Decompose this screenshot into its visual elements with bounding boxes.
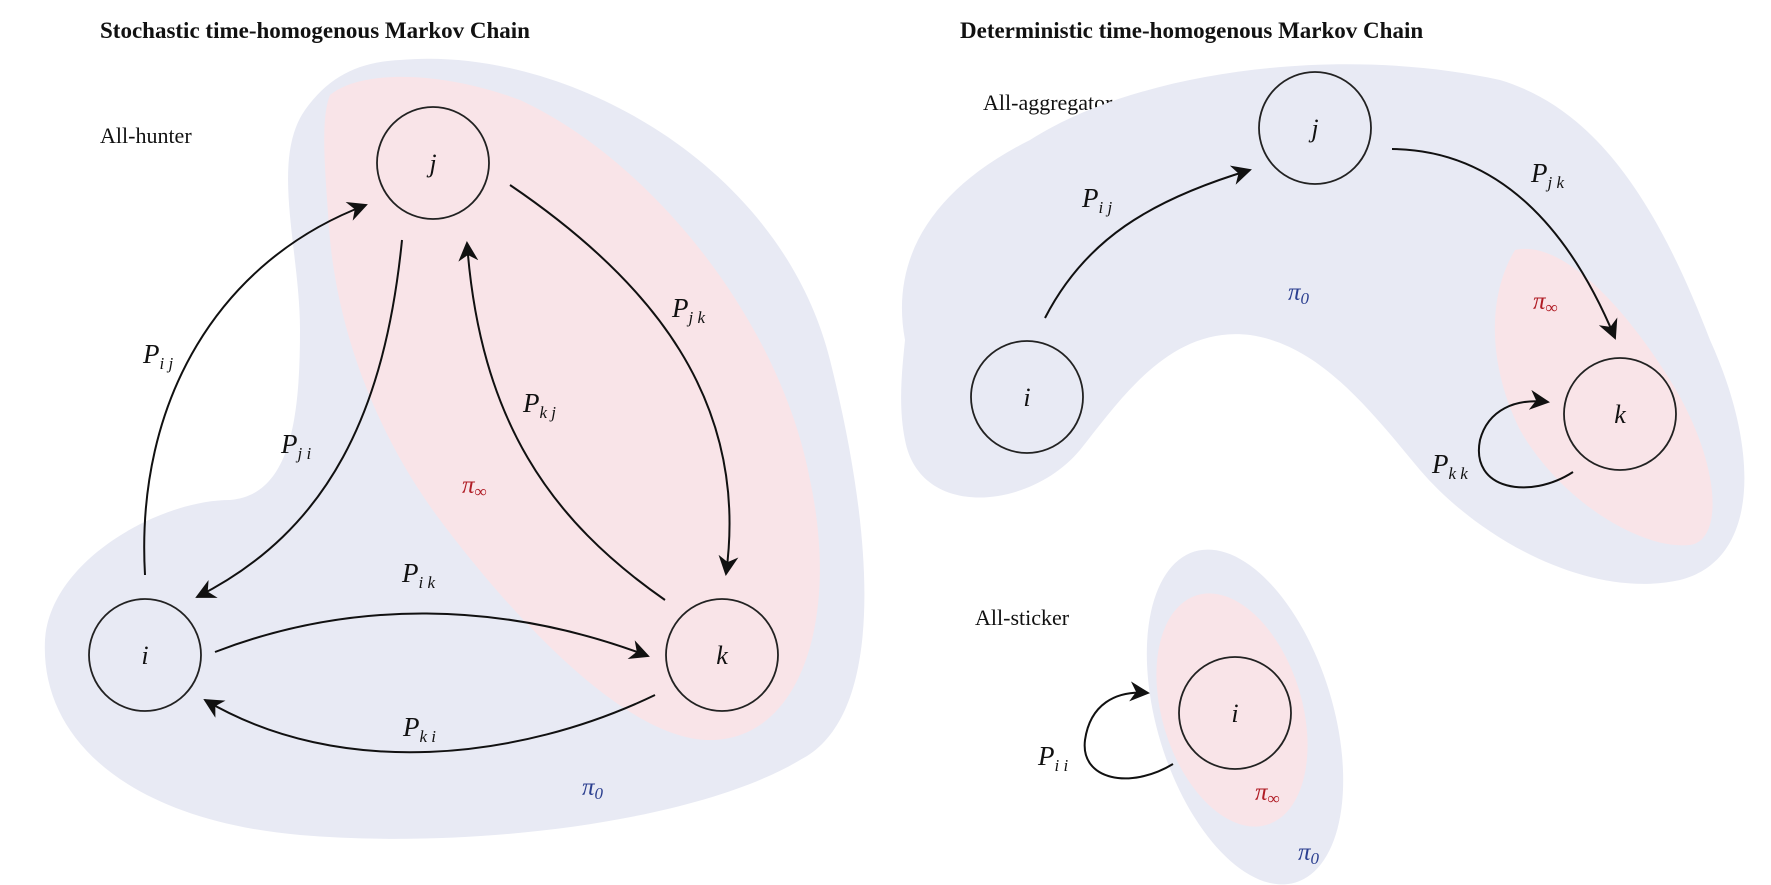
node-j xyxy=(376,106,490,220)
edge-j-to-k xyxy=(509,184,739,576)
label-p-kj: Pk j xyxy=(522,388,556,422)
agg-node-j-label: j xyxy=(1308,114,1318,143)
edge-i-to-k xyxy=(214,612,650,659)
node-i-label: i xyxy=(141,641,148,670)
deterministic-panel: Deterministic time-homogenous Markov Cha… xyxy=(901,18,1745,885)
agg-node-j xyxy=(1258,71,1372,185)
sticker-edge-i-to-i xyxy=(1083,681,1174,780)
sticker-subpanel: All-sticker i Pi i π∞ π0 xyxy=(975,549,1344,885)
agg-label-p-kk: Pk k xyxy=(1431,449,1468,483)
agg-label-p-jk: Pj k xyxy=(1530,158,1564,192)
sticker-label-p-ii: Pi i xyxy=(1037,741,1068,775)
label-p-ji: Pj i xyxy=(280,429,311,463)
agg-node-k-label: k xyxy=(1614,400,1626,429)
agg-pi-0-label: π0 xyxy=(1288,279,1310,308)
node-j-label: j xyxy=(426,149,436,178)
node-k-label: k xyxy=(716,641,728,670)
sticker-piinf-region xyxy=(1156,593,1308,827)
edge-k-to-i xyxy=(203,694,656,754)
sticker-pi-0-label: π0 xyxy=(1298,839,1320,868)
agg-edge-k-to-k xyxy=(1477,389,1574,489)
label-p-jk: Pj k xyxy=(671,293,705,327)
agg-node-i-label: i xyxy=(1023,383,1030,412)
agg-edge-i-to-j xyxy=(1044,165,1252,319)
pi-0-label: π0 xyxy=(582,774,604,803)
aggregator-piinf-region xyxy=(1494,248,1713,546)
all-sticker-label: All-sticker xyxy=(975,605,1070,630)
all-hunter-label: All-hunter xyxy=(100,123,192,148)
stochastic-title: Stochastic time-homogenous Markov Chain xyxy=(100,18,530,43)
label-p-ij: Pi j xyxy=(142,339,173,373)
pi-inf-label: π∞ xyxy=(462,472,487,501)
aggregator-subpanel: All-aggregator j i k Pi j Pj k Pk k π0 xyxy=(901,64,1745,584)
agg-node-i xyxy=(970,340,1084,454)
deterministic-title: Deterministic time-homogenous Markov Cha… xyxy=(960,18,1423,43)
agg-pi-inf-label: π∞ xyxy=(1533,288,1558,317)
sticker-pi-inf-label: π∞ xyxy=(1255,779,1280,808)
node-k xyxy=(665,598,779,712)
agg-label-p-ij: Pi j xyxy=(1081,183,1112,217)
piinf-region xyxy=(324,76,820,740)
edge-k-to-j xyxy=(458,241,666,601)
label-p-ik: Pi k xyxy=(401,558,435,592)
agg-node-k xyxy=(1563,357,1677,471)
stochastic-panel: Stochastic time-homogenous Markov Chain … xyxy=(44,18,865,839)
aggregator-pi0-region xyxy=(901,64,1745,584)
agg-edge-j-to-k xyxy=(1391,148,1618,340)
sticker-node-i-label: i xyxy=(1231,699,1238,728)
node-i xyxy=(88,598,202,712)
edge-j-to-i xyxy=(195,239,403,598)
edge-i-to-j xyxy=(143,202,368,576)
sticker-node-i xyxy=(1178,656,1292,770)
label-p-ki: Pk i xyxy=(402,712,436,746)
